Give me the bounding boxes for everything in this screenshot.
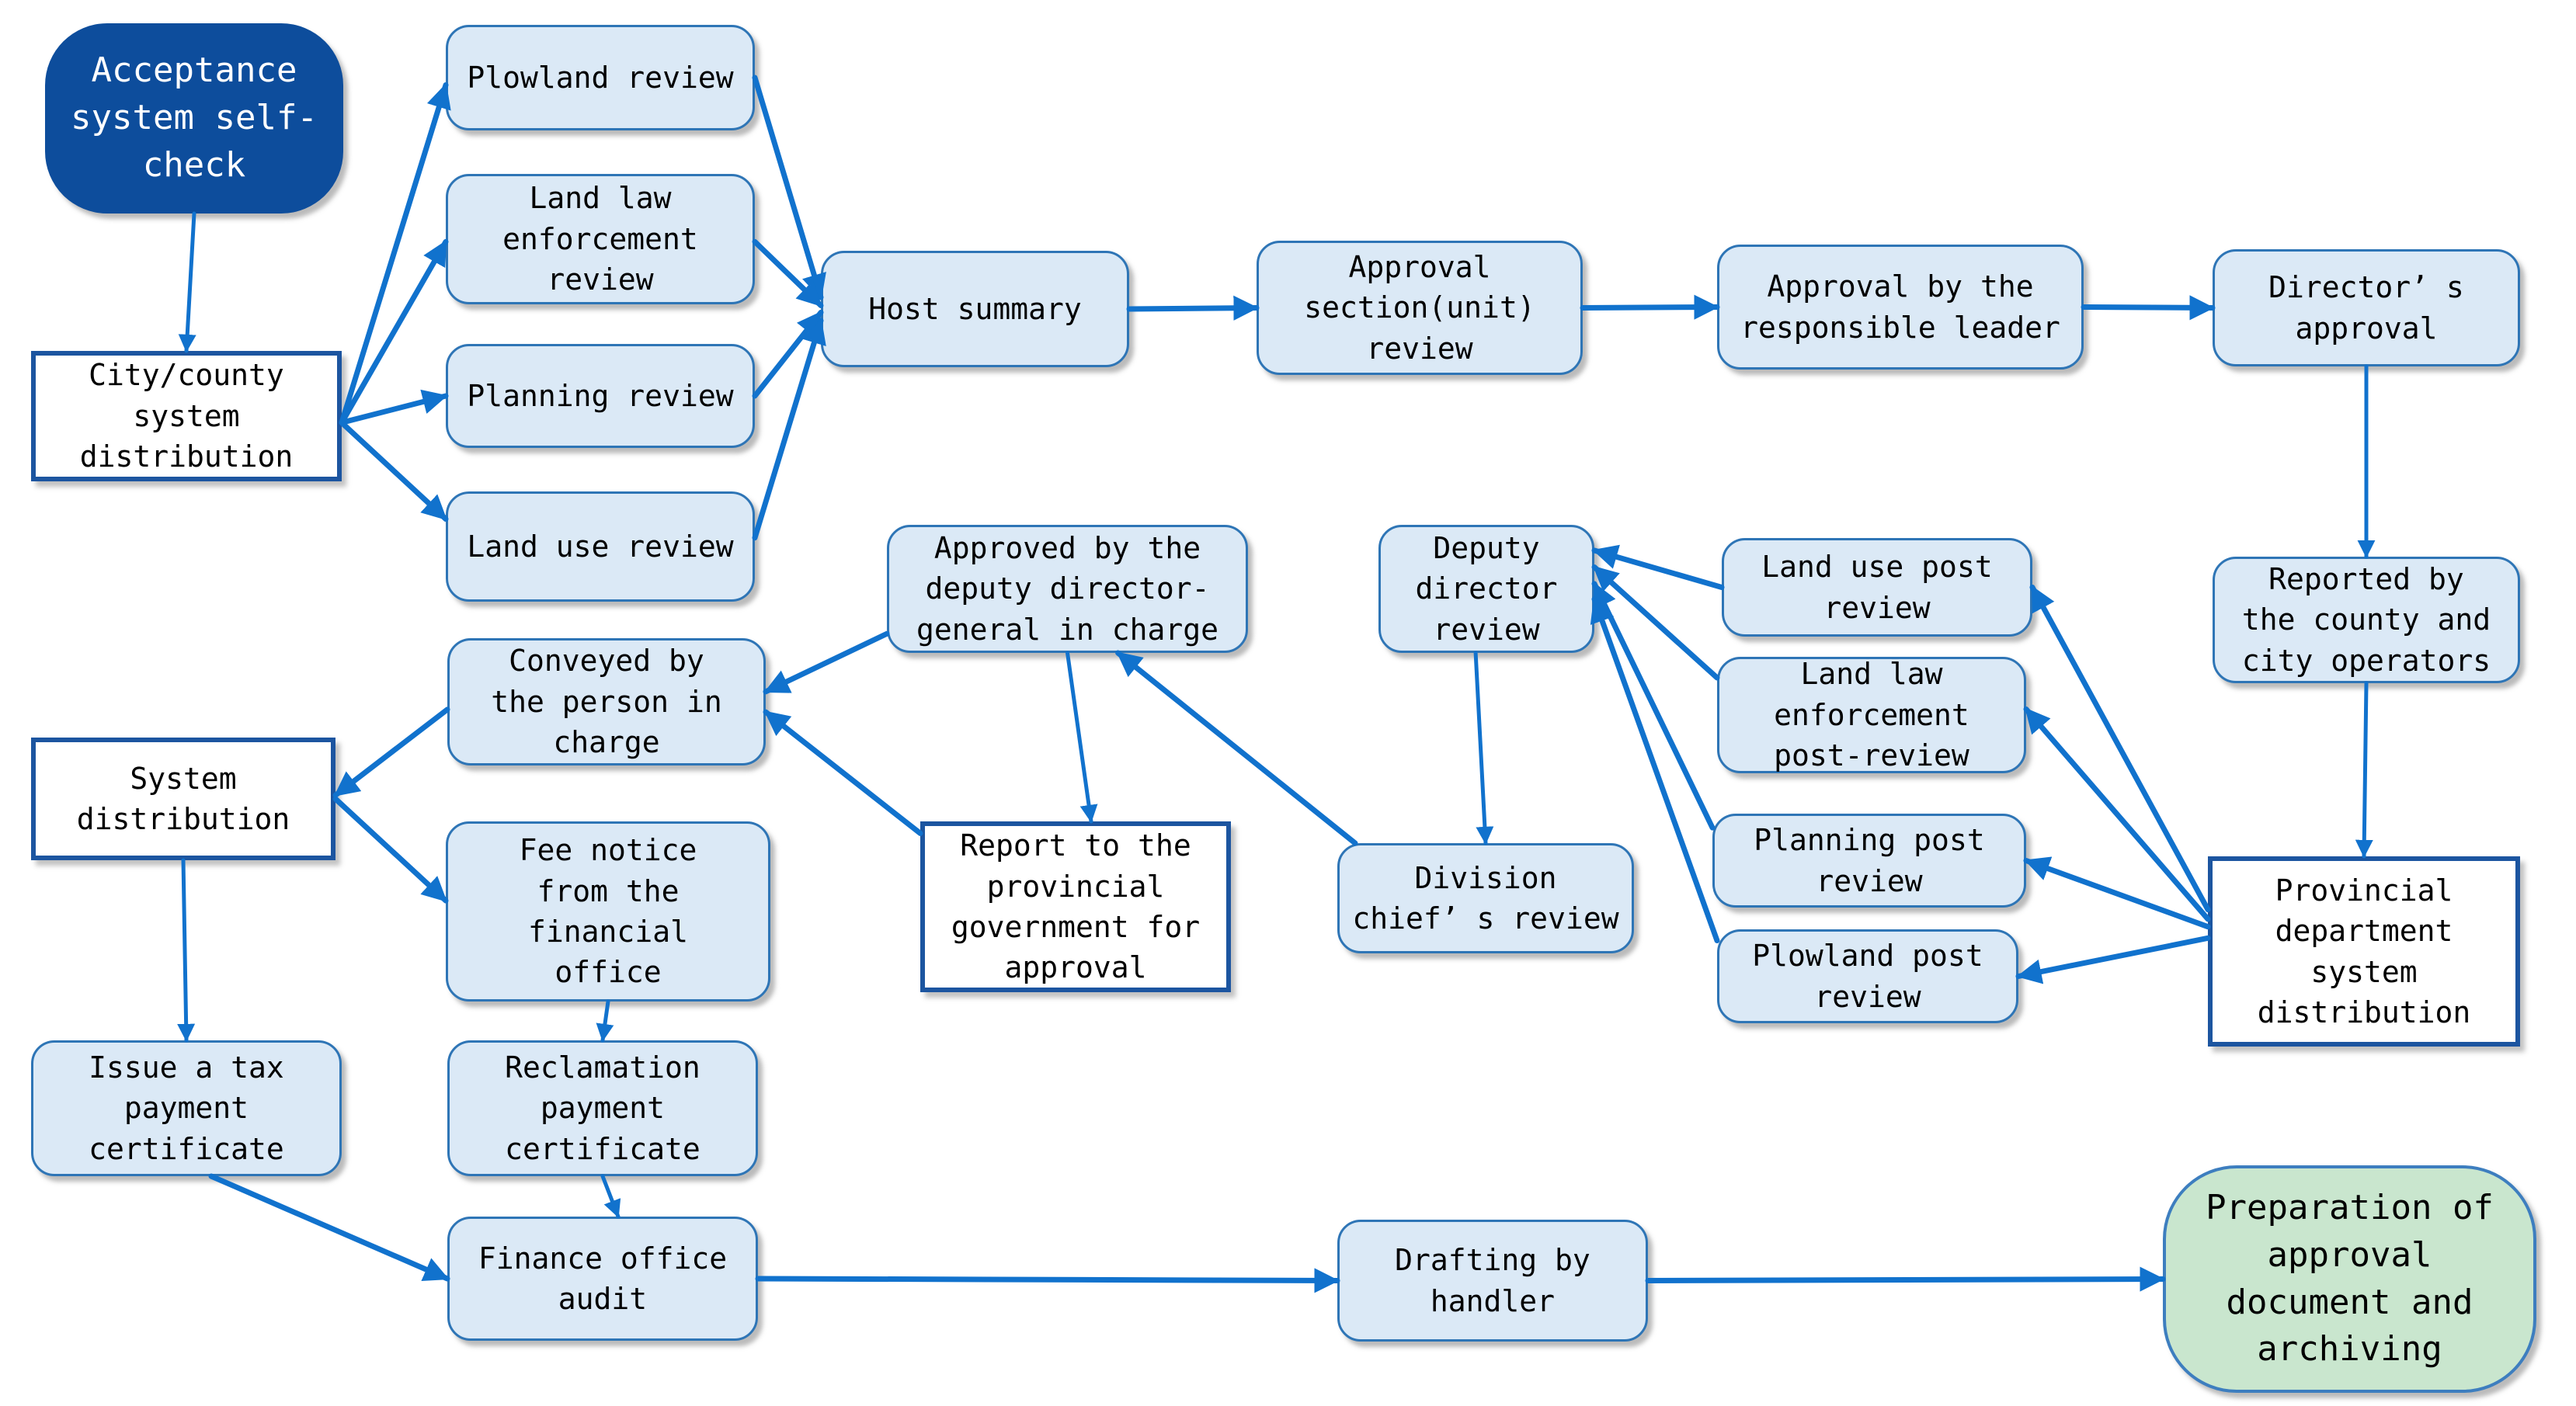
edge-approval-leader-to-director-approval — [2081, 295, 2216, 321]
edge-city-county-to-land-use-review — [339, 419, 449, 522]
edge-reclamation-to-finance-audit — [600, 1174, 621, 1219]
edge-land-use-review-to-host-summary — [752, 318, 826, 541]
node-acceptance: Acceptance system self- check — [45, 23, 343, 214]
edge-approved-dg-to-report-box — [1066, 651, 1098, 824]
edge-division-chief-to-approved-dg — [1115, 650, 1358, 846]
edge-city-county-to-planning-review — [339, 389, 449, 425]
edge-land-law-review-to-host-summary — [752, 238, 824, 308]
node-finance-audit: Finance office audit — [447, 1217, 758, 1341]
node-issue-tax: Issue a tax payment certificate — [31, 1040, 342, 1176]
edge-approved-dg-to-conveyed — [763, 630, 890, 695]
node-land-use-review: Land use review — [446, 491, 755, 602]
node-planning-post: Planning post review — [1712, 814, 2026, 908]
node-provincial-dept: Provincial department system distributio… — [2208, 856, 2520, 1047]
node-reported-by: Reported by the county and city operator… — [2213, 557, 2520, 683]
edge-issue-tax-to-finance-audit — [208, 1173, 450, 1282]
node-report-box: Report to the provincial government for … — [920, 821, 1231, 992]
edge-system-distribution-to-fee-notice — [332, 796, 449, 904]
edge-drafting-to-preparation — [1645, 1266, 2166, 1292]
node-land-law-post: Land law enforcement post-review — [1717, 657, 2026, 773]
edge-reported-by-to-provincial-dept — [2355, 681, 2373, 859]
node-reclamation: Reclamation payment certificate — [447, 1040, 758, 1176]
node-drafting: Drafting by handler — [1337, 1220, 1648, 1342]
node-plowland-review: Plowland review — [446, 25, 755, 130]
node-system-distribution: System distribution — [31, 738, 335, 860]
edge-provincial-dept-to-plowland-post — [2015, 935, 2211, 984]
node-approved-dg: Approved by the deputy director- general… — [887, 525, 1248, 653]
node-deputy-director: Deputy director review — [1378, 525, 1594, 653]
node-division-chief: Division chief’ s review — [1337, 843, 1634, 953]
edge-city-county-to-plowland-review — [339, 82, 451, 425]
edge-host-summary-to-approval-section — [1126, 295, 1260, 321]
edge-planning-post-to-deputy-director — [1591, 581, 1716, 831]
node-director-approval: Director’ s approval — [2213, 249, 2520, 366]
edge-planning-review-to-host-summary — [752, 310, 824, 399]
node-approval-section: Approval section(unit) review — [1257, 241, 1583, 375]
node-planning-review: Planning review — [446, 344, 755, 448]
node-approval-leader: Approval by the responsible leader — [1717, 245, 2084, 370]
edge-plowland-review-to-host-summary — [752, 75, 826, 300]
edge-acceptance-to-city-county — [178, 211, 196, 353]
edge-fee-notice-to-reclamation — [596, 999, 614, 1043]
edge-conveyed-to-system-distribution — [332, 706, 450, 798]
edge-provincial-dept-to-land-use-post — [2029, 585, 2211, 913]
node-land-use-post: Land use post review — [1722, 538, 2032, 637]
edge-city-county-to-land-law-review — [339, 238, 449, 425]
node-city-county: City/county system distribution — [31, 351, 342, 481]
edge-provincial-dept-to-land-law-post — [2023, 706, 2211, 922]
edge-deputy-director-to-division-chief — [1473, 651, 1494, 845]
node-land-law-review: Land law enforcement review — [446, 174, 755, 304]
node-conveyed: Conveyed by the person in charge — [447, 638, 766, 765]
edge-finance-audit-to-drafting — [755, 1268, 1340, 1293]
node-preparation: Preparation of approval document and arc… — [2163, 1165, 2536, 1393]
edge-provincial-dept-to-planning-post — [2023, 856, 2211, 930]
edge-report-box-to-conveyed — [763, 709, 923, 836]
node-host-summary: Host summary — [821, 251, 1129, 367]
edge-approval-section-to-approval-leader — [1580, 294, 1720, 320]
edge-land-law-post-to-deputy-director — [1591, 564, 1720, 681]
edge-system-distribution-to-issue-tax — [177, 858, 196, 1043]
node-plowland-post: Plowland post review — [1717, 929, 2018, 1023]
node-fee-notice: Fee notice from the financial office — [446, 821, 770, 1002]
edge-land-use-post-to-deputy-director — [1591, 544, 1725, 590]
